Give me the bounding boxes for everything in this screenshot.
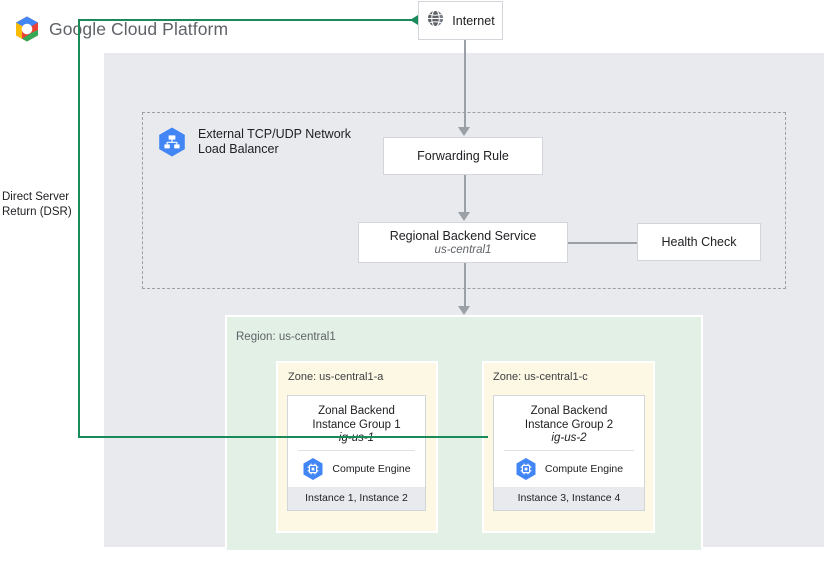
compute-engine-label-2: Compute Engine — [544, 463, 624, 475]
arrowhead-forwarding-rule — [458, 127, 470, 136]
instance-group-title-1: Zonal Backend Instance Group 1 — [312, 405, 401, 431]
forwarding-rule-node[interactable]: Forwarding Rule — [383, 137, 543, 175]
connector-backend-service-to-health-check — [568, 242, 637, 244]
instance-group-title-2: Zonal Backend Instance Group 2 — [524, 405, 614, 431]
connector-backend-service-to-region — [464, 263, 466, 309]
dsr-path-bottom — [78, 436, 488, 438]
dsr-path-left — [78, 19, 80, 438]
arrowhead-backend-service — [458, 212, 470, 221]
arrowhead-region — [458, 306, 470, 315]
gcp-brand-header: Google Cloud Platform — [14, 15, 228, 43]
connector-internet-to-forwarding-rule — [464, 40, 466, 128]
instance-list-2: Instance 3, Instance 4 — [494, 487, 644, 510]
instance-group-card-2[interactable]: Zonal Backend Instance Group 2 ig-us-2 C… — [493, 395, 645, 511]
compute-engine-icon — [515, 457, 537, 481]
connector-forwarding-rule-to-backend-service — [464, 175, 466, 213]
instance-group-card-1[interactable]: Zonal Backend Instance Group 1 ig-us-1 C… — [287, 395, 426, 511]
network-load-balancer-icon — [157, 126, 187, 158]
regional-backend-service-node[interactable]: Regional Backend Service us-central1 — [358, 222, 568, 263]
instance-group-name-2: ig-us-2 — [551, 432, 587, 444]
dsr-label: Direct Server Return (DSR) — [2, 191, 72, 218]
divider — [298, 450, 415, 451]
load-balancer-identity: External TCP/UDP Network Load Balancer — [157, 126, 351, 158]
compute-engine-row-1: Compute Engine — [288, 451, 425, 487]
region-label: Region: us-central1 — [236, 331, 336, 343]
dsr-path-top — [78, 19, 418, 21]
backend-service-label: Regional Backend Service — [389, 229, 537, 243]
compute-engine-label-1: Compute Engine — [332, 463, 411, 475]
dsr-arrowhead-internet — [410, 15, 418, 25]
load-balancer-label: External TCP/UDP Network Load Balancer — [198, 127, 352, 156]
google-cloud-hexagon-logo — [14, 15, 40, 43]
gcp-brand-title: Google Cloud Platform — [49, 18, 229, 39]
instance-group-name-1: ig-us-1 — [338, 432, 375, 444]
backend-service-region-label: us-central1 — [434, 244, 492, 256]
instance-list-1: Instance 1, Instance 2 — [288, 487, 425, 510]
zone-label-us-central1-a: Zone: us-central1-a — [288, 371, 384, 383]
internet-node[interactable]: Internet — [418, 1, 503, 40]
zone-label-us-central1-c: Zone: us-central1-c — [493, 371, 588, 383]
internet-label: Internet — [452, 13, 495, 28]
globe-icon — [426, 9, 445, 33]
compute-engine-row-2: Compute Engine — [494, 451, 644, 487]
compute-engine-icon — [302, 457, 324, 481]
divider — [504, 450, 634, 451]
forwarding-rule-label: Forwarding Rule — [417, 149, 509, 163]
health-check-label: Health Check — [661, 235, 737, 249]
health-check-node[interactable]: Health Check — [637, 223, 761, 261]
